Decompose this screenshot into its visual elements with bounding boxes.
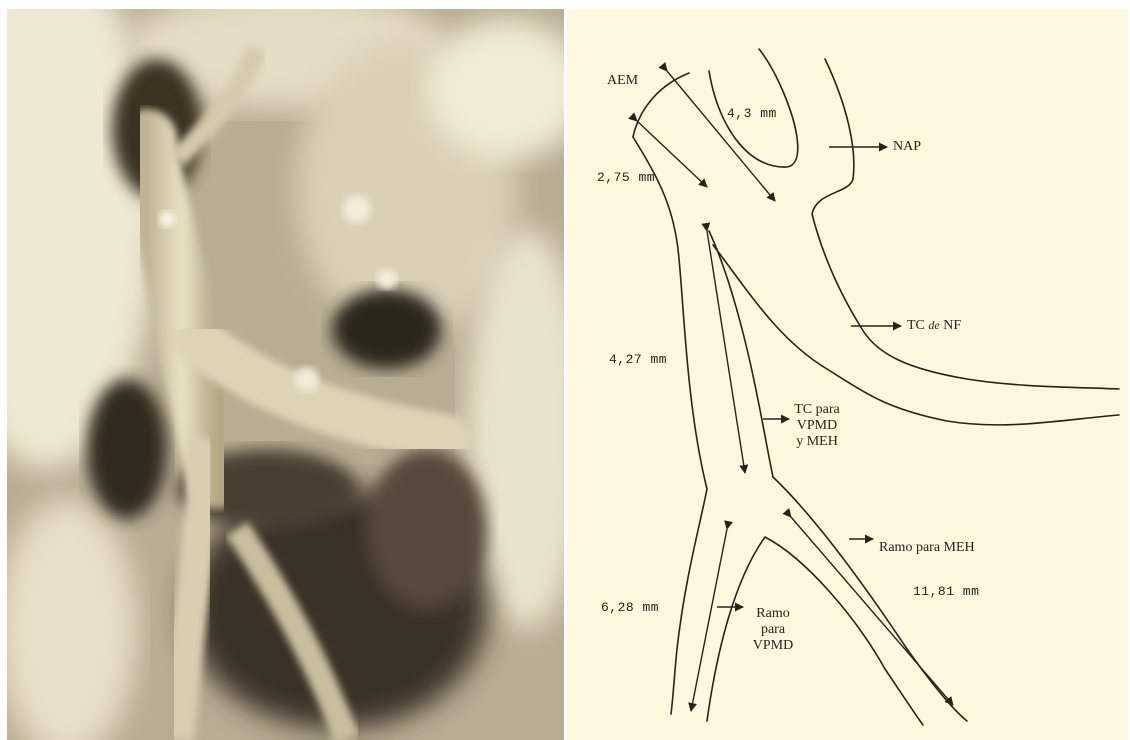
schematic-drawing: AEM 4,3 mm 2,75 mm NAP TC de NF 4,27 mm …: [567, 9, 1128, 740]
aem-arc: [633, 73, 689, 137]
label-tc-para-line1: TC para: [789, 402, 845, 418]
label-ramo-vpmd-line2: para: [745, 622, 801, 638]
label-ramo-para-vpmd: Ramo para VPMD: [745, 606, 801, 654]
nap-outer-contour: [812, 59, 1119, 389]
label-ramo-vpmd-line1: Ramo: [745, 606, 801, 622]
label-11-81-mm: 11,81 mm: [913, 585, 979, 600]
label-tc-de-nf-nf: NF: [943, 318, 961, 333]
label-4-3-mm: 4,3 mm: [727, 107, 777, 122]
label-tc-para-vpmd-meh: TC para VPMD y MEH: [789, 402, 845, 450]
label-tc-de-nf: TC de NF: [907, 318, 961, 334]
trunk-right-contour: [709, 231, 773, 477]
figure-frame: AEM 4,3 mm 2,75 mm NAP TC de NF 4,27 mm …: [7, 9, 1128, 740]
label-tc-de-nf-de: de: [928, 318, 939, 332]
label-nap: NAP: [893, 139, 921, 155]
label-4-27-mm: 4,27 mm: [609, 353, 667, 368]
label-aem: AEM: [607, 73, 638, 89]
label-2-75-mm: 2,75 mm: [597, 171, 655, 186]
label-6-28-mm: 6,28 mm: [601, 601, 659, 616]
schematic-lines: [567, 9, 1128, 740]
label-ramo-para-meh: Ramo para MEH: [879, 540, 975, 556]
label-tc-para-line2: VPMD: [789, 418, 845, 434]
label-tc-para-line3: y MEH: [789, 434, 845, 450]
arrow-4-3-mm: [667, 71, 775, 201]
lower-fork: [707, 537, 923, 725]
vessel-left-contour: [633, 137, 707, 714]
dissection-photo: [7, 9, 564, 740]
label-ramo-vpmd-line3: VPMD: [745, 638, 801, 654]
arrow-4-27-mm: [707, 231, 745, 473]
tc-nf-inner-contour: [713, 245, 1119, 425]
arrow-6-28-mm: [691, 529, 727, 711]
dissection-photo-graphic: [7, 9, 564, 740]
label-tc-de-nf-tc: TC: [907, 318, 925, 333]
